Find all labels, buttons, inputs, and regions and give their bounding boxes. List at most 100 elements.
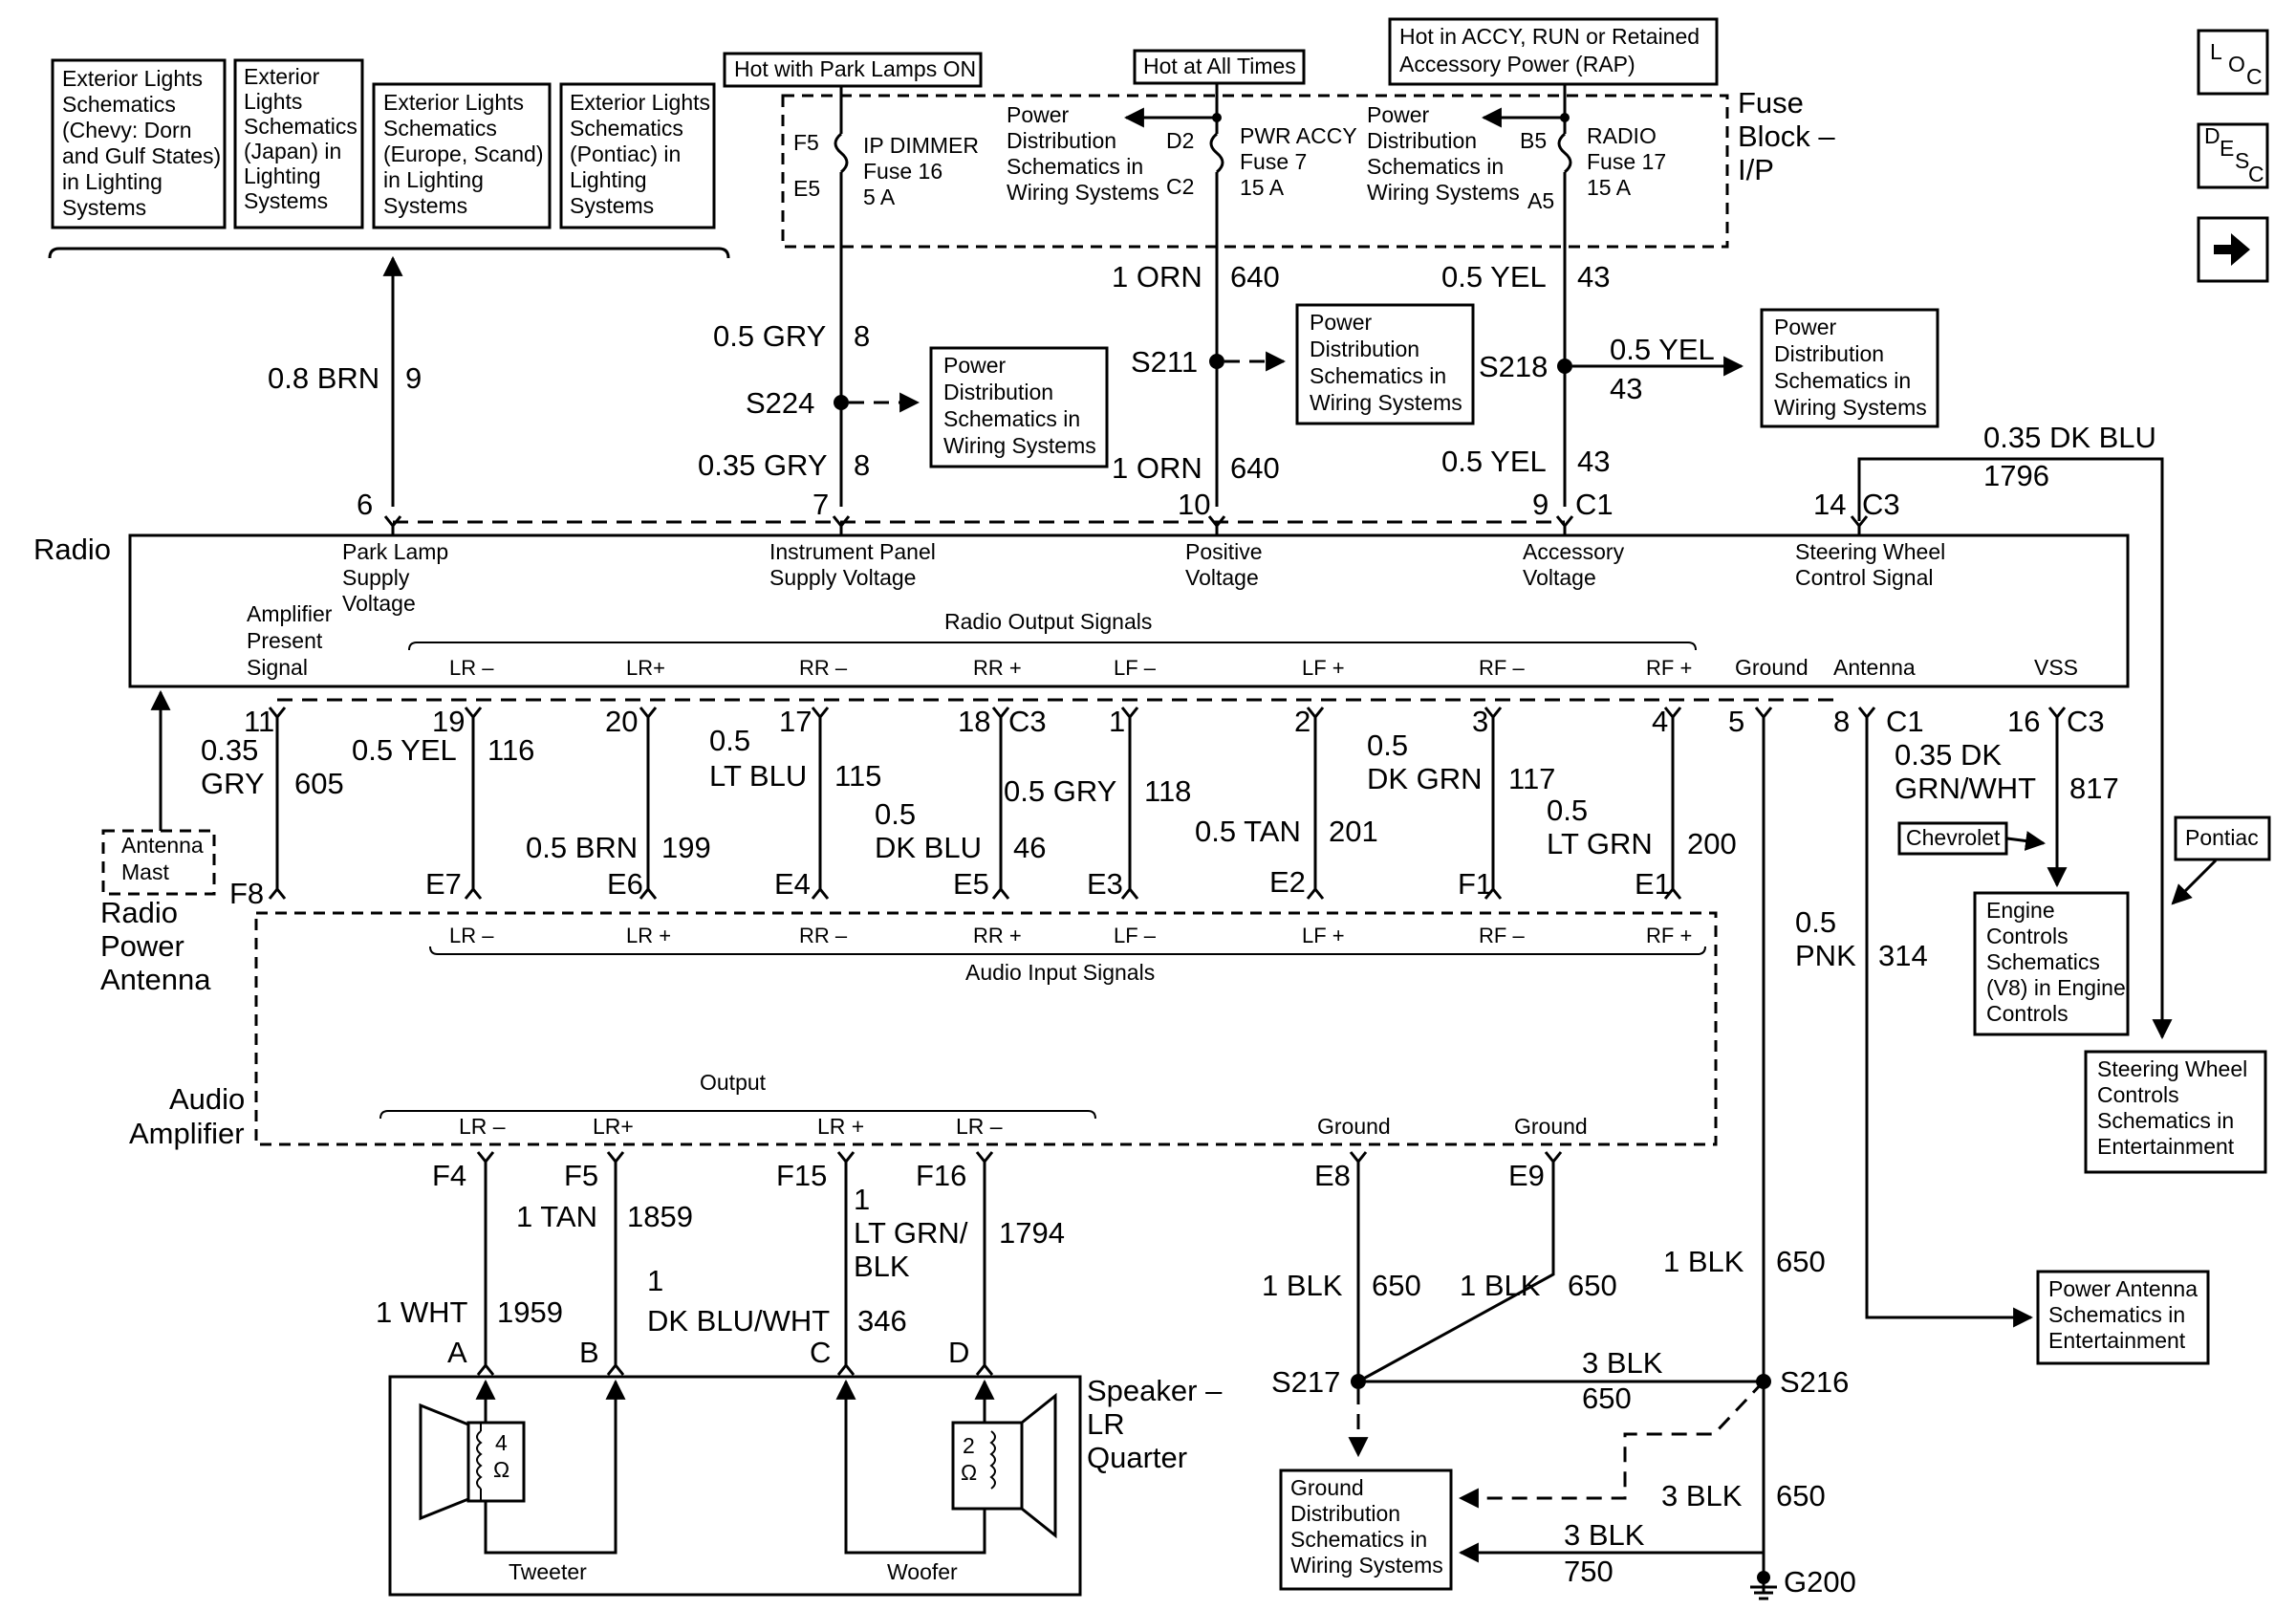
svg-text:L: L (2210, 39, 2222, 64)
svg-text:750: 750 (1564, 1555, 1614, 1588)
svg-text:0.8 BRN: 0.8 BRN (268, 361, 379, 395)
svg-text:C: C (2246, 64, 2263, 89)
svg-text:Ω: Ω (493, 1457, 509, 1482)
speaker-wire-spk-pin-0: A (447, 1336, 467, 1369)
svg-text:Antenna: Antenna (121, 833, 204, 858)
svg-text:E5: E5 (793, 176, 820, 201)
svg-text:C1: C1 (1575, 488, 1614, 521)
radio-output-4: LF – (1114, 656, 1157, 680)
svg-text:Audio Input Signals: Audio Input Signals (965, 960, 1155, 985)
mid-wire-circuit-0: 605 (294, 767, 344, 800)
amp-input-0: LR – (449, 924, 494, 947)
ref-engine-controls[interactable]: Engine Controls Schematics (V8) in Engin… (1973, 891, 2130, 1036)
svg-text:and Gulf States): and Gulf States) (62, 143, 221, 168)
next-arrow-button[interactable] (2197, 216, 2269, 283)
svg-text:Power: Power (1774, 315, 1837, 339)
svg-text:Exterior: Exterior (244, 64, 320, 89)
svg-text:Voltage: Voltage (1185, 565, 1259, 590)
mid-wire-color-4-1: DK BLU (875, 831, 982, 864)
ref-pd-fuse7[interactable]: Power Distribution Schematics in Wiring … (1007, 102, 1159, 205)
svg-text:(Europe, Scand): (Europe, Scand) (383, 141, 543, 166)
mid-wire-color-8-0: 0.5 (1547, 794, 1588, 827)
loc-button[interactable]: L O C (2197, 29, 2269, 96)
splice-s218 (1557, 359, 1572, 374)
ref-exterior-europe[interactable]: Exterior Lights Schematics (Europe, Scan… (372, 82, 552, 229)
hot-accy-label: Hot in ACCY, RUN or Retained Accessory P… (1388, 17, 1719, 86)
mid-wire-color-0-1: GRY (201, 767, 265, 800)
svg-text:Schematics in: Schematics in (2097, 1108, 2234, 1133)
svg-text:Ground: Ground (1735, 655, 1809, 680)
fuse7-icon (1209, 132, 1224, 174)
svg-text:650: 650 (1582, 1382, 1632, 1415)
mid-wire-pin-3: 17 (779, 705, 812, 738)
antenna-mast-box[interactable]: Antenna Mast (101, 829, 216, 896)
mid-wire-pin-7: 3 (1472, 705, 1488, 738)
svg-text:Power: Power (1367, 102, 1430, 127)
svg-text:Schematics in: Schematics in (1007, 154, 1143, 179)
svg-text:1 ORN: 1 ORN (1112, 260, 1202, 294)
svg-text:Park Lamp: Park Lamp (342, 539, 448, 564)
svg-text:Wiring Systems: Wiring Systems (1774, 395, 1927, 420)
ref-pd-s224[interactable]: Power Distribution Schematics in Wiring … (929, 346, 1109, 468)
mid-wire-circuit-8: 200 (1687, 827, 1737, 860)
svg-text:Radio: Radio (33, 533, 111, 566)
ref-ground-distribution[interactable]: Ground Distribution Schematics in Wiring… (1279, 1469, 1453, 1591)
wire-dkblu-1796 (1857, 457, 2173, 1040)
svg-text:Power: Power (1310, 310, 1373, 335)
svg-text:Power Antenna: Power Antenna (2048, 1276, 2198, 1301)
ref-pd-s211[interactable]: Power Distribution Schematics in Wiring … (1295, 303, 1475, 425)
svg-text:817: 817 (2069, 772, 2119, 805)
svg-text:43: 43 (1610, 372, 1642, 405)
fuse16-icon (834, 132, 849, 174)
amp-input-7: RF + (1646, 924, 1692, 947)
ref-steering-wheel-controls[interactable]: Steering Wheel Controls Schematics in En… (2084, 1050, 2267, 1174)
mid-wire-color-5-0: 0.5 GRY (1004, 774, 1116, 808)
mid-wire-amp-pin-4: E5 (953, 867, 989, 901)
svg-text:E8: E8 (1314, 1159, 1351, 1192)
svg-text:Hot at All Times: Hot at All Times (1143, 54, 1296, 78)
svg-text:0.5 YEL: 0.5 YEL (1610, 333, 1715, 366)
ref-exterior-chevy[interactable]: Exterior Lights Schematics (Chevy: Dorn … (51, 58, 227, 229)
svg-text:16: 16 (2007, 705, 2040, 738)
svg-text:Power: Power (100, 929, 184, 963)
svg-text:Block –: Block – (1738, 120, 1835, 153)
mid-wire-conn-4: C3 (1008, 705, 1047, 738)
svg-text:S224: S224 (746, 386, 814, 420)
svg-text:Schematics in: Schematics in (943, 406, 1080, 431)
svg-text:15 A: 15 A (1240, 175, 1285, 200)
svg-text:Radio: Radio (100, 896, 178, 929)
svg-text:Pontiac: Pontiac (2185, 825, 2259, 850)
svg-text:Supply Voltage: Supply Voltage (769, 565, 916, 590)
ref-exterior-pontiac[interactable]: Exterior Lights Schematics (Pontiac) in … (559, 82, 716, 229)
pontiac-label: Pontiac (2174, 816, 2271, 861)
svg-text:15 A: 15 A (1587, 175, 1632, 200)
ref-pd-s218[interactable]: Power Distribution Schematics in Wiring … (1760, 308, 1939, 428)
desc-button[interactable]: D E S C (2197, 122, 2269, 189)
speaker-wire-color-2-1: DK BLU/WHT (647, 1304, 830, 1338)
svg-text:Systems: Systems (383, 193, 467, 218)
amp-input-labels: LR –LR +RR –RR +LF –LF +RF –RF + (449, 924, 1692, 947)
svg-text:C3: C3 (1862, 488, 1900, 521)
svg-text:(V8) in Engine: (V8) in Engine (1986, 975, 2126, 1000)
svg-text:Engine: Engine (1986, 898, 2055, 923)
svg-text:Ground: Ground (1290, 1475, 1364, 1500)
svg-text:Schematics: Schematics (1986, 949, 2100, 974)
svg-text:0.35 DK BLU: 0.35 DK BLU (1983, 421, 2156, 454)
mid-wire-circuit-3: 115 (834, 759, 881, 793)
svg-text:in Lighting: in Lighting (383, 167, 484, 192)
svg-text:VSS: VSS (2034, 655, 2078, 680)
radio-output-labels: LR –LR+RR –RR +LF –LF +RF –RF + (449, 656, 1692, 680)
ref-power-antenna[interactable]: Power Antenna Schematics in Entertainmen… (2036, 1270, 2210, 1365)
svg-text:Fuse: Fuse (1738, 86, 1804, 120)
svg-text:5: 5 (1728, 705, 1744, 738)
ref-pd-fuse17[interactable]: Power Distribution Schematics in Wiring … (1367, 102, 1520, 205)
svg-text:RADIO: RADIO (1587, 123, 1657, 148)
ref-exterior-japan[interactable]: Exterior Lights Schematics (Japan) in Li… (233, 58, 364, 229)
speaker-wire-circuit-0: 1959 (497, 1295, 563, 1329)
svg-text:IP DIMMER: IP DIMMER (863, 133, 979, 158)
mid-wire-amp-pin-5: E3 (1087, 867, 1123, 901)
svg-text:Chevrolet: Chevrolet (1906, 825, 2001, 850)
